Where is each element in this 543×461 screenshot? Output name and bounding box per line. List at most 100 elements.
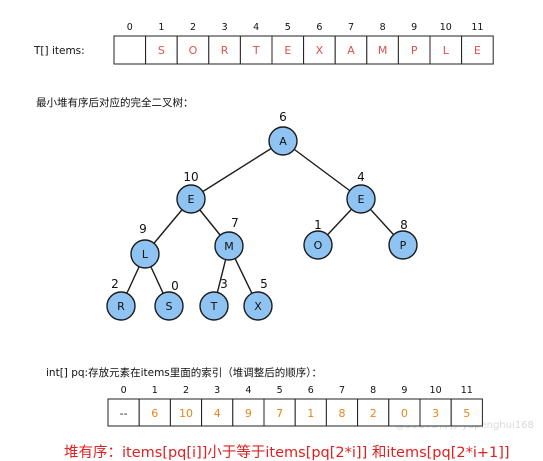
pq-index-label: 6 [308,385,314,396]
tree-edge [282,140,362,200]
items-array-label: T[] items: [33,45,85,57]
items-cell [334,35,368,65]
items-cell-value: X [316,44,324,57]
tree-edge [190,140,284,200]
tree-node [243,291,273,321]
tree-node-letter: S [166,300,173,313]
pq-index-label: 1 [152,385,158,396]
pq-index-label: 10 [430,385,442,396]
tree-node-index: 7 [231,216,239,230]
tree-node-index: 2 [111,277,119,291]
pq-cell [294,398,327,427]
items-cell-value: O [189,44,198,57]
pq-index-label: 0 [121,385,127,396]
items-cell [397,35,431,65]
tree-node [154,291,184,321]
tree-node [303,230,333,260]
tree-node-index: 3 [220,277,228,291]
items-index-label: 4 [253,22,259,33]
tree-node-letter: P [400,239,407,252]
tree-node-letter: O [314,239,323,252]
tree-node [130,239,160,269]
items-cell-value: A [347,44,355,57]
tree-node-index: 10 [183,170,198,184]
tree-node-index: 0 [171,279,179,293]
tree-node [214,231,244,261]
items-cell [429,35,463,65]
items-index-label: 2 [190,22,196,33]
pq-cell-value: 9 [245,407,252,420]
items-cell [461,35,494,65]
pq-cell-value: 7 [276,407,283,420]
pq-cell [325,398,359,427]
tree-node [346,184,376,214]
pq-index-label: 4 [245,385,251,396]
items-cell-value: R [221,44,229,57]
pq-cell-value: -- [120,407,128,420]
items-index-label: 10 [440,22,452,33]
pq-cell-value: 10 [179,407,193,420]
tree-node-index: 4 [357,170,365,184]
tree-node-letter: T [210,300,218,313]
pq-cell [138,398,171,427]
pq-cell [201,398,234,427]
tree-node-letter: E [188,193,195,206]
tree-node-letter: A [279,135,287,148]
pq-cell-value: 4 [214,407,221,420]
items-index-label: 1 [158,22,164,33]
pq-cell [450,398,483,427]
items-index-label: 0 [127,22,133,33]
pq-caption: int[] pq:存放元素在items里面的索引（堆调整后的顺序）： [46,366,322,379]
pq-cell-value: 3 [432,407,439,420]
pq-cell-value: 0 [401,407,408,420]
pq-cell-value: 6 [151,407,158,420]
pq-cell [263,398,296,427]
heap-order-rule: 堆有序：items[pq[i]]小于等于items[pq[2*i]] 和item… [64,443,510,461]
tree-node-index: 5 [260,277,268,291]
items-index-label: 11 [471,22,483,33]
items-cell [113,35,147,65]
tree-caption: 最小堆有序后对应的完全二叉树： [36,96,194,109]
items-cell [303,35,336,65]
items-index-label: 6 [316,22,322,33]
items-index-label: 8 [380,22,386,33]
items-index-label: 5 [285,22,291,33]
items-cell-value: P [411,44,418,57]
pq-cell [419,398,452,427]
tree-node-letter: X [254,300,262,313]
pq-index-label: 9 [401,385,407,396]
items-cell [176,35,210,65]
items-cell [271,35,305,65]
pq-cell-value: 8 [339,407,346,420]
pq-cell-value: 5 [463,407,470,420]
tree-node-letter: E [358,193,365,206]
pq-index-label: 5 [277,385,283,396]
items-index-label: 9 [411,22,417,33]
items-cell-value: E [474,44,481,57]
pq-index-label: 3 [214,385,220,396]
items-index-label: 3 [222,22,228,33]
pq-cell [169,398,203,427]
items-cell-value: M [378,44,388,57]
tree-node-index: 8 [400,218,408,232]
pq-cell-value: 1 [307,407,314,420]
pq-cell-value: 2 [370,407,377,420]
items-cell-value: T [252,44,260,57]
items-cell-value: L [443,44,450,57]
tree-node-index: 9 [139,222,147,236]
items-index-label: 7 [348,22,354,33]
pq-index-label: 7 [339,385,345,396]
tree-node-letter: R [117,300,125,313]
tree-node-letter: M [224,240,234,253]
tree-node [176,184,206,214]
tree-node [106,291,136,321]
tree-node-index: 6 [279,110,287,124]
tree-node [388,230,418,260]
pq-index-label: 2 [183,385,189,396]
pq-index-label: 8 [370,385,376,396]
tree-node [199,291,229,321]
